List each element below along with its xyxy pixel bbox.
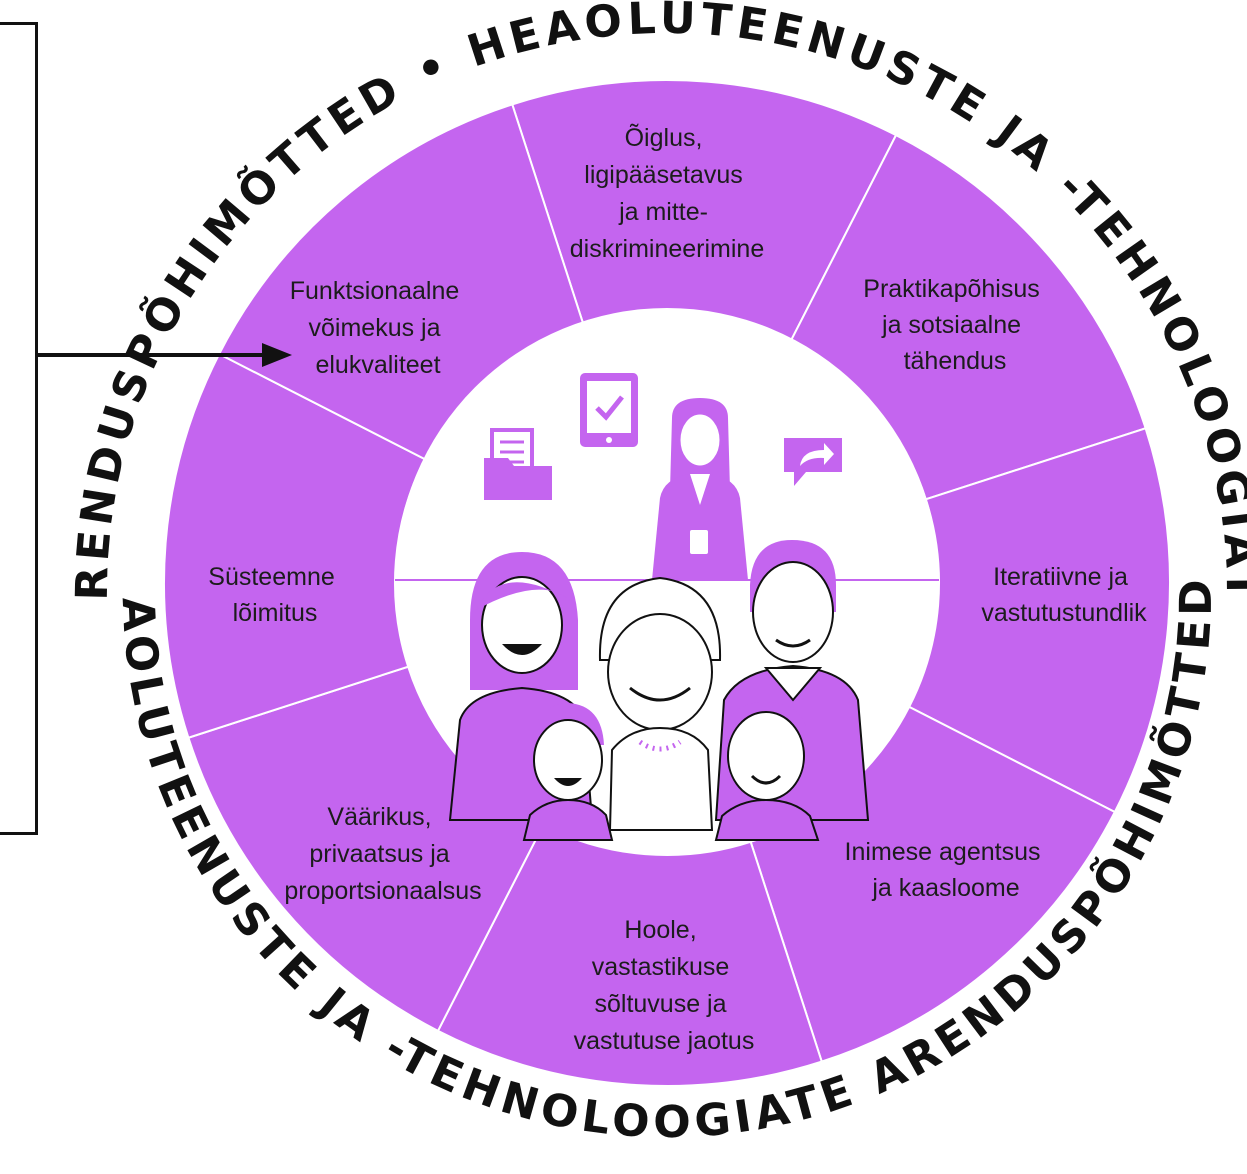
label-iterative: Iteratiivne ja vastutustundlik [981,563,1147,627]
family-group-icon [448,540,870,841]
segment-systemic [163,352,427,739]
label-practice: Praktikapõhisus ja sotsiaalne tähendus [863,275,1046,375]
share-message-icon [784,438,842,486]
caregiver-person-icon [652,398,748,580]
document-folder-icon [484,428,552,500]
wheel-segments [163,79,1171,1087]
tablet-check-icon [580,373,638,447]
label-fairness: Õiglus, ligipääsetavus ja mitte- diskrim… [570,123,765,263]
segment-care [436,823,823,1087]
label-dignity: Väärikus, privaatsus ja proportsionaalsu… [284,803,481,905]
label-systemic: Süsteemne lõimitus [208,563,341,627]
left-bracket-frame [0,22,38,835]
label-functional: Funktsionaalne võimekus ja elukvaliteet [290,277,467,379]
label-agency: Inimese agentsus ja kaasloome [845,838,1048,902]
segment-labels: Õiglus, ligipääsetavus ja mitte- diskrim… [208,123,1147,1055]
label-care: Hoole, vastastikuse sõltuvuse ja vastutu… [574,916,755,1055]
pointer-arrow [38,343,292,367]
